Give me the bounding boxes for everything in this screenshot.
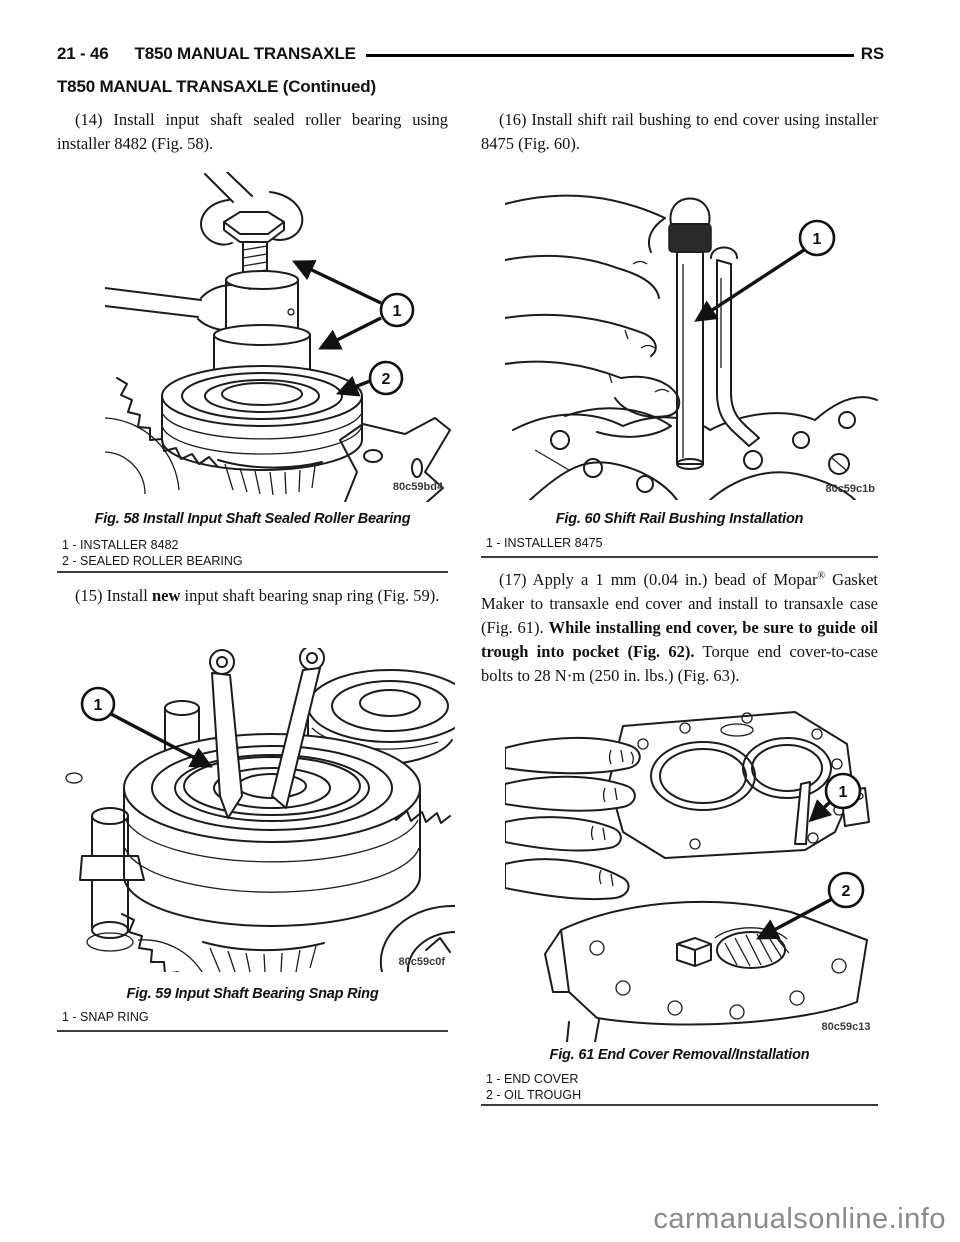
fig59-callout-1: 1 <box>80 686 213 768</box>
fig60-legend: 1 - INSTALLER 8475 <box>481 535 883 551</box>
fig58-caption: Fig. 58 Install Input Shaft Sealed Rolle… <box>94 511 411 527</box>
callout-arrow <box>110 712 213 768</box>
line-art <box>65 648 455 972</box>
header-rule-line <box>365 53 854 57</box>
callout-1-badge <box>798 219 836 257</box>
fig60-image-code: 80c59c1b <box>825 483 875 495</box>
fig61-divider <box>481 1104 878 1106</box>
fig58-image-code: 80c59bd4 <box>393 481 444 493</box>
step-15-paragraph: (15) Install new input shaft bearing sna… <box>75 586 440 605</box>
legend-item: 1 - INSTALLER 8482 <box>62 538 179 552</box>
figure-61-illustration: 1 2 80c59c13 <box>505 711 871 1042</box>
step-17-paragraph: (17) Apply a 1 mm (0.04 in.) bead of Mop… <box>481 570 879 685</box>
fig58-legend: 1 - INSTALLER 8482 2 - SEALED ROLLER BEA… <box>57 537 453 569</box>
fig61-legend: 1 - END COVER 2 - OIL TROUGH <box>481 1071 883 1103</box>
line-art <box>105 172 451 502</box>
fig59-image-code: 80c59c0f <box>399 956 446 968</box>
fig60-divider <box>481 556 878 558</box>
svg-text:2: 2 <box>842 883 851 900</box>
callout-arrow <box>756 897 833 940</box>
fig61-image-code: 80c59c13 <box>822 1021 871 1033</box>
svg-text:1: 1 <box>813 231 822 248</box>
callout-1-badge <box>824 772 862 810</box>
callout-arrow <box>318 316 382 350</box>
fig58-callout-2: 2 <box>335 360 404 397</box>
legend-item: 1 - END COVER <box>486 1072 579 1086</box>
manual-code: RS <box>860 44 884 63</box>
fig61-callout-2: 2 <box>756 871 865 940</box>
section-title: T850 MANUAL TRANSAXLE <box>134 44 356 63</box>
fig59-divider <box>57 1030 448 1032</box>
tool-collar <box>668 223 712 253</box>
step-14-paragraph: (14) Install input shaft sealed roller b… <box>57 110 448 153</box>
svg-text:1: 1 <box>94 697 103 714</box>
callout-arrow <box>292 260 382 305</box>
fig59-legend: 1 - SNAP RING <box>57 1009 453 1025</box>
legend-item: 2 - SEALED ROLLER BEARING <box>62 554 243 568</box>
fig60-caption: Fig. 60 Shift Rail Bushing Installation <box>555 511 804 527</box>
legend-item: 1 - INSTALLER 8475 <box>486 536 603 550</box>
callout-arrow <box>694 248 805 322</box>
step-16-paragraph: (16) Install shift rail bushing to end c… <box>481 110 878 153</box>
legend-item: 2 - OIL TROUGH <box>486 1088 582 1102</box>
svg-text:1: 1 <box>839 784 848 801</box>
fig59-caption: Fig. 59 Input Shaft Bearing Snap Ring <box>126 986 379 1002</box>
callout-arrow <box>808 799 833 823</box>
callout-2-badge <box>368 360 404 396</box>
callout-2-badge <box>827 871 865 909</box>
legend-item: 1 - SNAP RING <box>62 1010 149 1024</box>
fig61-caption: Fig. 61 End Cover Removal/Installation <box>549 1047 810 1063</box>
line-art <box>505 711 870 1042</box>
fig60-callout-1: 1 <box>694 219 836 322</box>
watermark-text: carmanualsonline.info <box>653 1203 946 1235</box>
page-number: 21 - 46 <box>57 44 109 63</box>
svg-text:1: 1 <box>393 303 402 320</box>
callout-1-badge <box>80 686 116 722</box>
callout-arrow <box>335 375 371 397</box>
callout-1-badge <box>379 292 415 328</box>
page-header: 21 - 46 T850 MANUAL TRANSAXLE RS <box>57 44 884 64</box>
svg-text:2: 2 <box>382 371 391 388</box>
fig58-callout-1: 1 <box>292 260 415 350</box>
figure-58-illustration: 1 2 80c59bd4 <box>105 172 451 502</box>
continued-title: T850 MANUAL TRANSAXLE (Continued) <box>57 77 376 96</box>
figure-59-illustration: 1 80c59c0f <box>65 648 455 972</box>
figure-60-illustration: 1 80c59c1b <box>505 194 878 500</box>
fig58-divider <box>57 571 448 573</box>
fig61-callout-1: 1 <box>808 772 862 823</box>
